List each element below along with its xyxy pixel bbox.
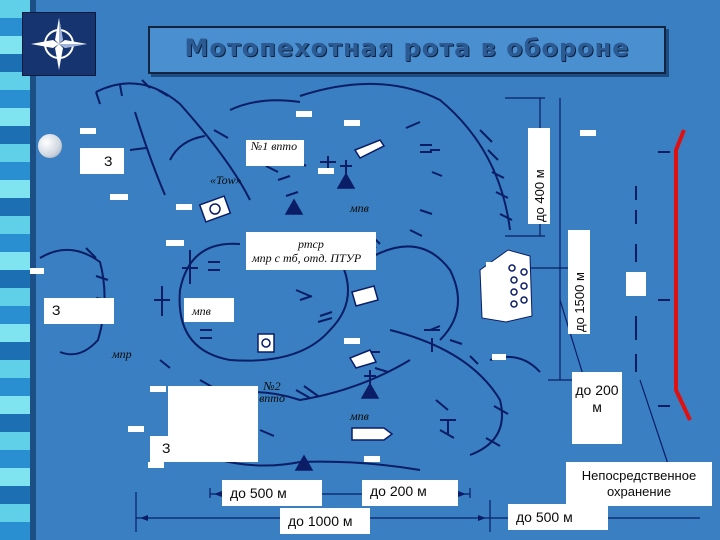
ptsr-box — [246, 232, 376, 270]
dim-1500 — [548, 98, 572, 381]
opt1-box — [246, 140, 304, 166]
dist-1000-label: до 1000 м — [288, 513, 353, 529]
dist-500-right-box — [508, 504, 608, 530]
guard-post — [626, 272, 646, 296]
left-decorative-stripe — [0, 0, 30, 540]
tow-vehicle-icon — [198, 195, 232, 223]
guard-label: Непосредственное охранение — [581, 468, 697, 499]
guard-line — [674, 129, 692, 421]
flag-icon-3 — [284, 198, 304, 215]
mpv-mid-box — [184, 298, 234, 322]
mpv-label-mid: мпв — [192, 304, 211, 318]
dist-500-left-box — [222, 480, 322, 506]
dist-1000-box — [280, 508, 370, 534]
observation-post-icon — [257, 333, 275, 353]
flag-icon-2 — [360, 382, 380, 399]
weapon-icon-2 — [154, 286, 170, 316]
dist-200-bottom-label: до 200 м — [370, 483, 427, 499]
vehicle-icon-3 — [348, 349, 378, 369]
mpr-ptur-label: мпр с тб, отд. ПТУР — [252, 251, 362, 265]
mpv-label-bottom: мпв — [350, 409, 369, 423]
dist-500-right-label: до 500 м — [516, 509, 573, 525]
mpv-label-top: мпв — [350, 201, 369, 215]
decorative-ball — [38, 134, 62, 158]
flag-icon-1 — [336, 172, 356, 189]
page-title: Мотопехотная рота в обороне — [184, 34, 630, 62]
dist-400-box — [528, 128, 550, 224]
vehicle-icon-2 — [351, 285, 379, 307]
position-arc-top-right — [299, 82, 511, 231]
position-arc-top-left — [95, 82, 251, 201]
dist-200-side-box — [572, 372, 622, 444]
zone-label-bottom: З — [162, 440, 171, 456]
dist-200-bottom-box — [362, 480, 458, 506]
z-left-box — [44, 298, 114, 324]
weapon-icon-1 — [182, 250, 198, 284]
guard-box — [566, 462, 712, 506]
compass-rose-icon — [31, 18, 87, 70]
title-box: Мотопехотная рота в обороне — [148, 26, 666, 74]
dist-400-label: до 400 м — [532, 169, 547, 222]
z-top-box — [80, 148, 124, 174]
opt1-label: №1 впто — [250, 139, 298, 153]
zone-label-top: З — [104, 153, 113, 169]
position-arc-left — [39, 248, 106, 356]
minefield-strip — [479, 249, 533, 323]
vehicle-icon-1 — [353, 139, 386, 159]
z-bottom-box — [150, 436, 190, 462]
dist-200-side-label: до 200 м — [575, 382, 619, 415]
vehicle-icon-4 — [351, 427, 394, 441]
flag-icon-4 — [294, 454, 314, 471]
dist-500-left-label: до 500 м — [230, 485, 287, 501]
ptsr-label: ртср — [298, 237, 324, 251]
opt2-label: №2 впто — [259, 379, 285, 405]
zone-label-left: З — [52, 302, 61, 318]
tow-label: «Tow» — [210, 173, 242, 187]
dist-1500-label: до 1500 м — [572, 272, 587, 332]
dist-1500-box — [568, 230, 590, 334]
mpr-label: мпр — [112, 347, 132, 361]
nato-logo — [22, 12, 96, 76]
